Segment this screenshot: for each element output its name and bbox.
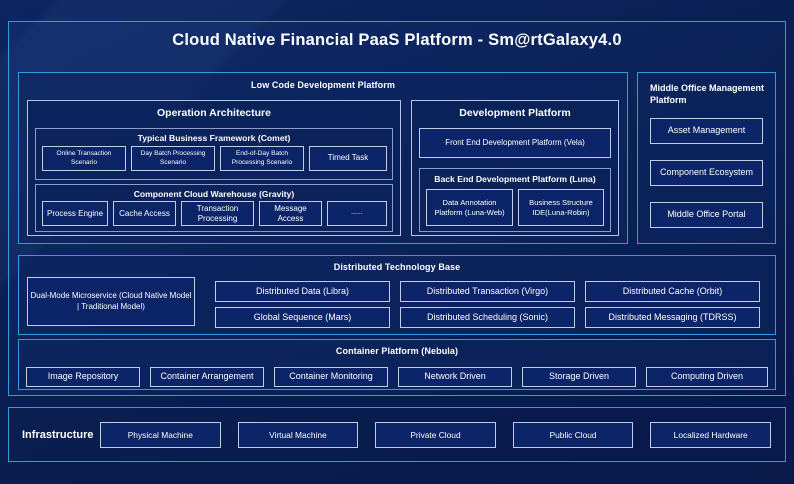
development-platform-title: Development Platform [459, 107, 571, 119]
tile-middle-office-portal[interactable]: Middle Office Portal [650, 202, 763, 228]
tile-distributed-cache[interactable]: Distributed Cache (Orbit) [585, 281, 760, 302]
tile-asset-management[interactable]: Asset Management [650, 118, 763, 144]
tile-network-driven[interactable]: Network Driven [398, 367, 512, 387]
tile-data-annotation-platform[interactable]: Data Annotation Platform (Luna-Web) [426, 189, 513, 226]
tile-public-cloud[interactable]: Public Cloud [512, 421, 634, 448]
tile-transaction-processing[interactable]: Transaction Processing [181, 201, 254, 226]
business-framework-title: Typical Business Framework (Comet) [137, 133, 291, 143]
tile-business-structure-ide[interactable]: Business Structure IDE(Luna-Robin) [518, 189, 604, 226]
tile-container-arrangement[interactable]: Container Arrangement [150, 367, 264, 387]
tile-private-cloud[interactable]: Private Cloud [375, 421, 496, 448]
tile-process-engine[interactable]: Process Engine [42, 201, 108, 226]
tile-timed-task[interactable]: Timed Task [309, 146, 387, 171]
middle-office-title: Middle Office Management Platform [650, 83, 765, 106]
infrastructure-label: Infrastructure [22, 428, 94, 441]
tile-front-end-development-platform[interactable]: Front End Development Platform (Vela) [419, 128, 611, 158]
tile-component-ecosystem[interactable]: Component Ecosystem [650, 160, 763, 186]
tile-physical-machine[interactable]: Physical Machine [100, 421, 221, 448]
tile-distributed-transaction[interactable]: Distributed Transaction (Virgo) [400, 281, 575, 302]
tile-dual-mode-microservice[interactable]: Dual-Mode Microservice (Cloud Native Mod… [27, 277, 195, 326]
tile-distributed-messaging[interactable]: Distributed Messaging (TDRSS) [585, 307, 760, 328]
container-platform-title: Container Platform (Nebula) [335, 346, 459, 356]
tile-storage-driven[interactable]: Storage Driven [522, 367, 636, 387]
back-end-platform-title: Back End Development Platform (Luna) [434, 174, 596, 184]
operation-architecture-title: Operation Architecture [157, 107, 271, 119]
tile-image-repository[interactable]: Image Repository [26, 367, 140, 387]
tile-cache-access[interactable]: Cache Access [113, 201, 176, 226]
tile-virtual-machine[interactable]: Virtual Machine [237, 421, 359, 448]
tile-day-batch-processing-scenario[interactable]: Day Batch Processing Scenario [131, 146, 215, 171]
tile-container-monitoring[interactable]: Container Monitoring [274, 367, 388, 387]
infrastructure-tile-list: Physical Machine Virtual Machine Private… [100, 421, 771, 448]
tile-distributed-data[interactable]: Distributed Data (Libra) [215, 281, 390, 302]
tile-more-ellipsis[interactable]: ...... [327, 201, 387, 226]
tile-distributed-scheduling[interactable]: Distributed Scheduling (Sonic) [400, 307, 575, 328]
tile-message-access[interactable]: Message Access [259, 201, 322, 226]
tile-end-of-day-batch-processing-scenario[interactable]: End-of-Day Batch Processing Scenario [220, 146, 304, 171]
low-code-platform-title: Low Code Development Platform [251, 80, 395, 90]
tile-computing-driven[interactable]: Computing Driven [646, 367, 768, 387]
distributed-base-title: Distributed Technology Base [333, 262, 461, 272]
page-title: Cloud Native Financial PaaS Platform - S… [172, 31, 622, 49]
tile-global-sequence[interactable]: Global Sequence (Mars) [215, 307, 390, 328]
component-warehouse-title: Component Cloud Warehouse (Gravity) [133, 189, 295, 199]
infrastructure-frame: Infrastructure Physical Machine Virtual … [8, 407, 786, 462]
tile-online-transaction-scenario[interactable]: Online Transaction Scenario [42, 146, 126, 171]
tile-localized-hardware[interactable]: Localized Hardware [650, 421, 771, 448]
